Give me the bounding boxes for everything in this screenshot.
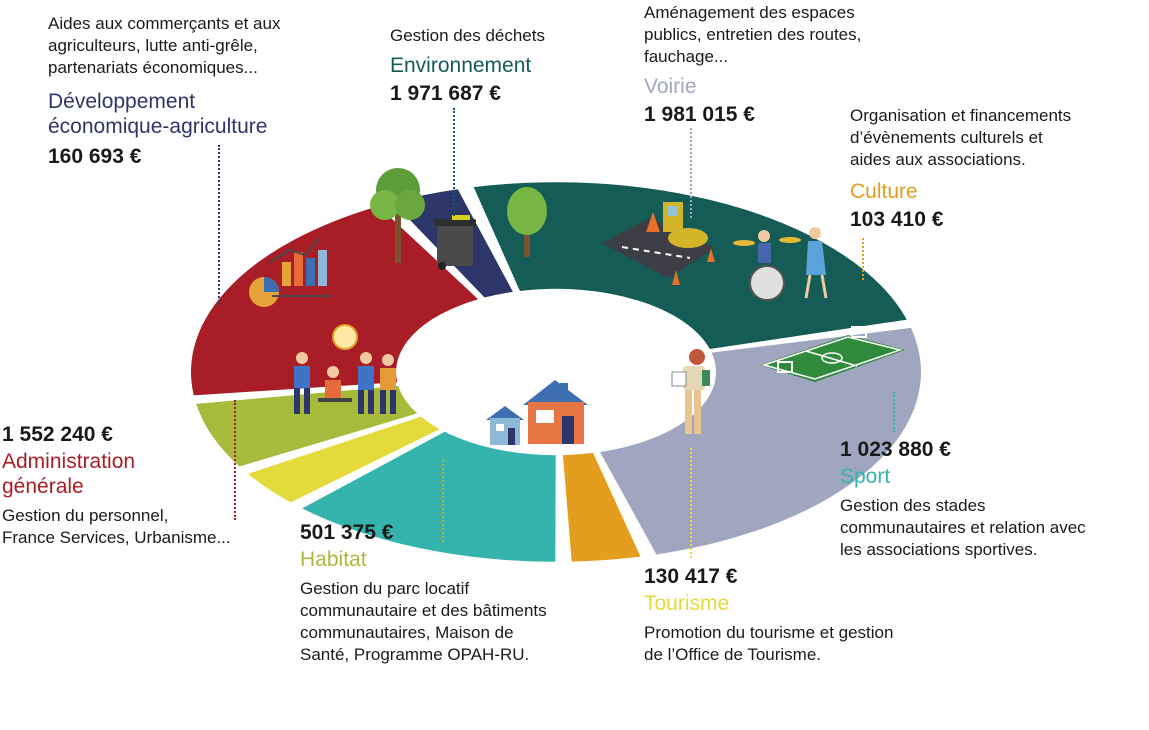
description: Gestion des stades communautaires et rel… <box>840 495 1145 561</box>
category-name: Développement économique-agriculture <box>48 89 368 139</box>
description-line: d’évènements culturels et <box>850 128 1043 147</box>
category-name: Culture <box>850 180 918 203</box>
category-name: Environnement <box>390 54 532 77</box>
category-name: Tourisme <box>644 592 730 615</box>
value-label: 103 410 € <box>850 208 944 231</box>
house-icon <box>486 406 524 445</box>
description: Gestion du personnel, France Services, U… <box>2 505 287 549</box>
tree-icon <box>507 187 547 257</box>
description: Gestion du parc locatif communautaire et… <box>300 578 620 666</box>
category-name: Voirie <box>644 75 697 98</box>
road-works-icon <box>602 202 715 285</box>
description-line: Aménagement des espaces <box>644 3 855 22</box>
description-line: Santé, Programme OPAH-RU. <box>300 645 530 664</box>
description-line: Gestion du parc locatif <box>300 579 470 598</box>
leader-line <box>690 448 692 558</box>
segment-label-voirie: Aménagement des espaces publics, entreti… <box>644 2 924 129</box>
musicians-icon <box>733 227 828 301</box>
description-line: agriculteurs, lutte anti-grêle, <box>48 36 258 55</box>
value-label: 130 417 € <box>644 565 738 588</box>
segment-label-developpement: Aides aux commerçants et aux agriculteur… <box>48 13 368 171</box>
description: Promotion du tourisme et gestion de l’Of… <box>644 622 964 666</box>
description-line: les associations sportives. <box>840 540 1038 559</box>
category-name: Sport <box>840 465 891 488</box>
slice-voirie <box>600 327 921 555</box>
description-line: communautaires, Maison de <box>300 623 514 642</box>
category-text: Développement économique-agriculture <box>48 90 268 138</box>
trash-bin-icon <box>434 215 476 270</box>
tourist-icon <box>671 349 710 434</box>
illustrations <box>249 168 905 445</box>
leader-line <box>218 145 220 305</box>
team-meeting-icon <box>294 324 396 414</box>
segment-label-culture: Organisation et financements d’évènement… <box>850 105 1140 234</box>
leader-line <box>453 108 455 216</box>
value-label: 1 023 880 € <box>840 438 951 461</box>
description-line: partenariats économiques... <box>48 58 258 77</box>
description: Organisation et financements d’évènement… <box>850 105 1140 171</box>
segment-label-habitat: 501 375 € Habitat Gestion du parc locati… <box>300 519 620 666</box>
description-line: fauchage... <box>644 47 729 66</box>
house-icon <box>523 380 588 444</box>
leader-line <box>442 460 444 542</box>
slice-environnement <box>473 182 907 350</box>
value-label: 160 693 € <box>48 145 142 168</box>
segment-label-sport: 1 023 880 € Sport Gestion des stades com… <box>840 436 1145 561</box>
value-label: 1 971 687 € <box>390 82 501 105</box>
description-line: communautaires et relation avec <box>840 518 1086 537</box>
slice-tourisme <box>247 416 440 503</box>
value-label: 1 552 240 € <box>2 423 113 446</box>
value-label: 1 981 015 € <box>644 103 755 126</box>
leader-line <box>893 392 895 432</box>
value-label: 501 375 € <box>300 521 394 544</box>
description-line: communautaire et des bâtiments <box>300 601 547 620</box>
segment-label-environnement: Gestion des déchets Environnement 1 971 … <box>390 25 610 108</box>
description-line: publics, entretien des routes, <box>644 25 862 44</box>
description-line: Gestion des déchets <box>390 26 545 45</box>
description-line: Promotion du tourisme et gestion <box>644 623 894 642</box>
tree-icon <box>370 168 425 263</box>
category-text: Administration générale <box>2 450 136 498</box>
description-line: Organisation et financements <box>850 106 1072 125</box>
description-line: de l’Office de Tourisme. <box>644 645 822 664</box>
donut-slices <box>191 182 921 562</box>
category-name: Administration générale <box>2 449 287 499</box>
description-line: Gestion du personnel, <box>2 506 169 525</box>
segment-label-administration: 1 552 240 € Administration générale Gest… <box>2 421 287 549</box>
description-line: France Services, Urbanisme... <box>2 528 231 547</box>
slice-administration-g-n-rale <box>191 206 479 396</box>
category-name: Habitat <box>300 548 367 571</box>
description: Aides aux commerçants et aux agriculteur… <box>48 13 368 79</box>
slice-culture <box>562 452 641 562</box>
slice-sport <box>302 431 556 562</box>
description-line: Aides aux commerçants et aux <box>48 14 281 33</box>
leader-line <box>690 128 692 218</box>
leader-line <box>862 238 864 280</box>
football-pitch-icon <box>760 326 905 382</box>
description-line: Gestion des stades <box>840 496 986 515</box>
description: Aménagement des espaces publics, entreti… <box>644 2 924 68</box>
leader-line <box>234 400 236 520</box>
growth-chart-icon <box>249 237 332 307</box>
segment-label-tourisme: 130 417 € Tourisme Promotion du tourisme… <box>644 563 964 666</box>
description-line: aides aux associations. <box>850 150 1026 169</box>
